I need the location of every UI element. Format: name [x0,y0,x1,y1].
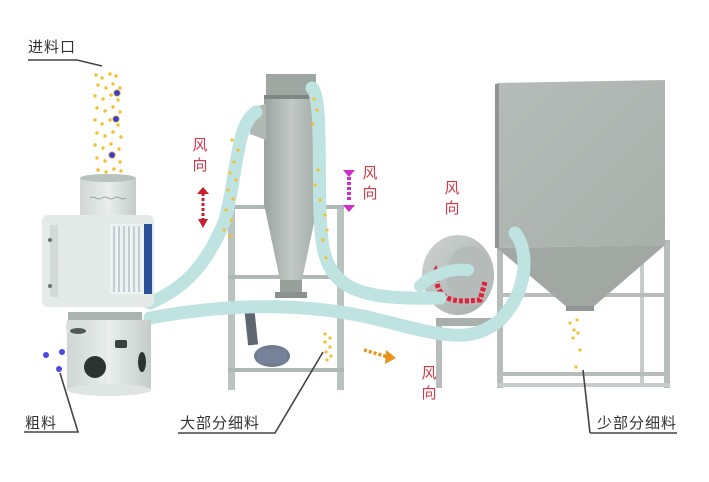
label-feed-inlet: 进料口 [28,38,77,56]
wind-direction-label-3: 风向 [444,179,460,217]
coarse-particles-feed [108,89,121,159]
dust-collector [495,80,670,388]
wind-direction-label-2: 风向 [362,164,378,202]
air-pipes [143,81,531,342]
leader-lines [24,59,677,434]
wind-arrow-orange [363,348,396,364]
feed-particles [93,72,123,174]
label-most-fine-material: 大部分细料 [180,414,261,432]
coarse-particles-out [43,349,65,372]
wind-direction-label-4: 风向 [421,364,437,402]
classifier-machine [42,72,154,396]
fine-particles-in-pipe [222,97,333,362]
wind-arrow-red [197,187,209,228]
wind-arrow-magenta [343,170,355,212]
label-small-fine-material: 少部分细料 [597,414,678,432]
label-coarse-material: 粗料 [25,414,58,432]
wind-direction-label-1: 风向 [192,136,208,174]
